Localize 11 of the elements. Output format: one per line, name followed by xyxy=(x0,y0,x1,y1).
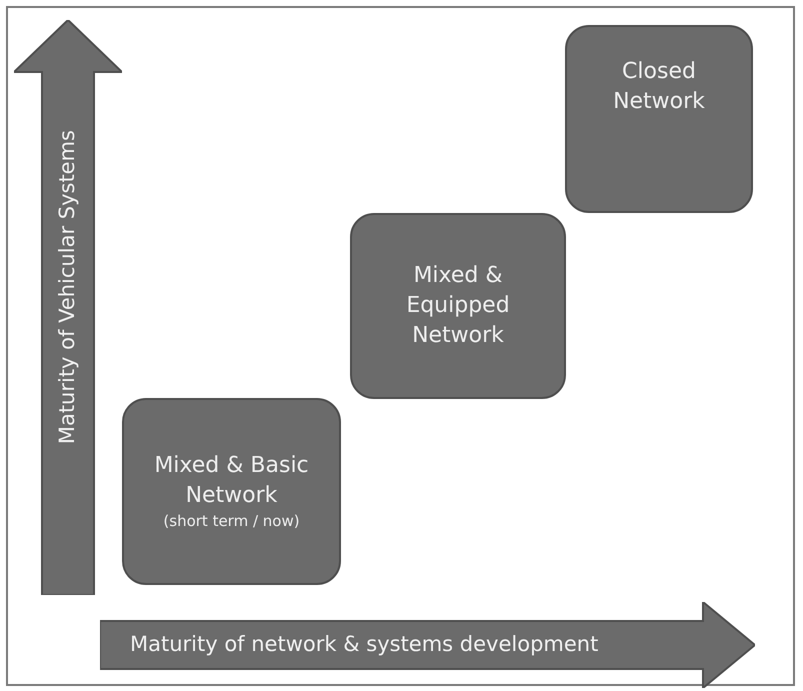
stage-label: Mixed & Equipped Network xyxy=(405,262,511,350)
axis-label: Maturity of Vehicular Systems xyxy=(55,130,79,444)
stage-box xyxy=(350,213,566,399)
stage-label: Mixed & Basic Network xyxy=(153,452,310,510)
stage-box xyxy=(565,25,753,213)
stage-note: (short term / now) xyxy=(163,510,300,532)
axis-arrow xyxy=(14,20,122,595)
axis-label: Maturity of network & systems development xyxy=(130,632,598,656)
stage-box xyxy=(122,398,341,585)
stage-label: Closed Network xyxy=(612,58,706,116)
axis-arrow xyxy=(100,602,755,688)
